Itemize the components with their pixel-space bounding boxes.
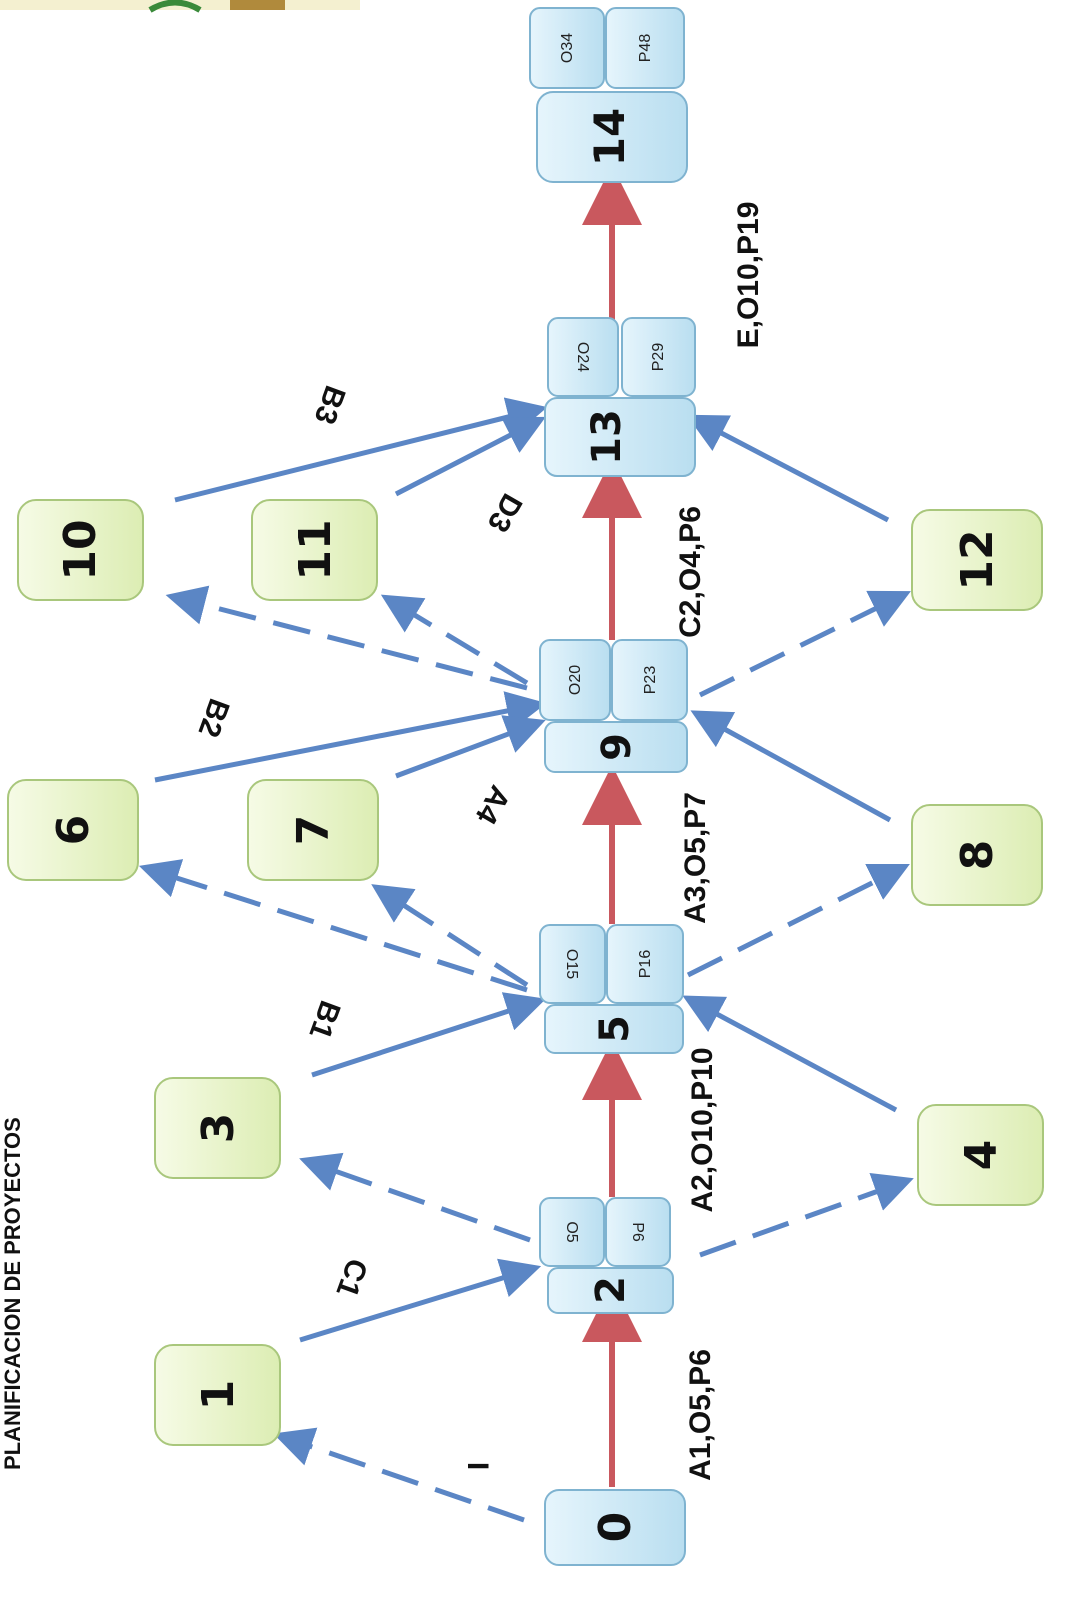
p-value: P23 [642, 666, 659, 695]
activity-label-C1: C1 [329, 1254, 373, 1301]
side-node-label: 11 [290, 519, 341, 580]
o-value: O24 [574, 342, 591, 372]
main-node-14: 14 O34 P48 [529, 7, 688, 183]
side-node-label: 1 [193, 1380, 244, 1411]
side-node-3: 3 [154, 1077, 281, 1179]
main-node-13: 13 O24 P29 [544, 317, 696, 477]
activity-label-A4: A4 [469, 780, 517, 830]
main-node-9: 9 O20 P23 [539, 639, 688, 773]
main-node-label: 5 [592, 1015, 638, 1043]
arrow-7-9 [395, 715, 546, 779]
arrow-0-1 [273, 1427, 525, 1523]
p-value: P16 [637, 950, 654, 979]
side-nodes: 1 3 4 6 7 8 10 11 [7, 499, 1044, 1446]
arrow-12-13 [686, 414, 890, 523]
arrow-9-11 [380, 594, 529, 686]
critical-label-9-13: C2,O4,P6 [674, 506, 707, 638]
arrow-5-8 [686, 864, 910, 978]
p-value: P6 [629, 1222, 646, 1242]
arrow-5-7 [371, 884, 529, 988]
p-value: P29 [650, 343, 667, 372]
main-node-5: 5 O15 P16 [539, 924, 684, 1054]
arrow-10-13 [174, 397, 548, 503]
arrow-4-5 [682, 995, 898, 1113]
side-node-label: 10 [55, 519, 106, 580]
arrow-6-9 [154, 691, 547, 783]
arrow-9-12 [698, 590, 911, 698]
dashed-dependencies [138, 585, 914, 1523]
main-node-2: 2 O5 P6 [539, 1197, 674, 1314]
activity-label-B1: B1 [302, 996, 346, 1043]
activity-label-B3: B3 [307, 381, 351, 428]
corner-logo-fragment [0, 0, 360, 13]
activity-label-B2: B2 [191, 694, 235, 741]
arrow-11-13 [394, 416, 546, 497]
critical-label-0-2: A1,O5,P6 [684, 1349, 717, 1481]
critical-label-13-14: E,O10,P19 [732, 202, 765, 349]
side-node-12: 12 [911, 509, 1043, 611]
side-node-4: 4 [917, 1104, 1044, 1206]
arrow-3-5 [311, 992, 547, 1078]
main-node-label: 0 [590, 1512, 641, 1543]
o-value: O5 [563, 1221, 580, 1242]
arrow-2-3 [299, 1152, 531, 1243]
activity-label-I: I [461, 1462, 494, 1470]
critical-label-5-9: A3,O5,P7 [679, 792, 712, 924]
solid-dependencies [154, 397, 898, 1343]
side-node-label: 3 [193, 1113, 244, 1144]
critical-labels: A1,O5,P6 A2,O10,P10 A3,O5,P7 C2,O4,P6 E,… [674, 202, 765, 1481]
side-node-6: 6 [7, 779, 139, 881]
side-node-1: 1 [154, 1344, 281, 1446]
p-value: P48 [637, 34, 654, 63]
header-text: PLANIFICACION DE PROYECTOS [0, 1117, 25, 1470]
arrow-9-10 [165, 585, 528, 691]
critical-label-2-5: A2,O10,P10 [686, 1047, 719, 1212]
main-nodes: 0 2 O5 P6 5 O15 P16 9 O20 P23 [529, 7, 696, 1566]
side-node-11: 11 [251, 499, 378, 601]
side-node-label: 4 [956, 1140, 1007, 1171]
main-node-label: 9 [594, 733, 640, 761]
main-node-0: 0 [544, 1489, 686, 1566]
main-node-label: 13 [584, 409, 630, 465]
side-node-label: 7 [288, 815, 339, 846]
arrow-8-9 [690, 710, 892, 823]
side-node-7: 7 [247, 779, 379, 881]
arrow-2-4 [699, 1172, 914, 1258]
main-node-label: 2 [588, 1276, 634, 1304]
side-node-label: 6 [48, 815, 99, 846]
arrow-5-6 [138, 859, 528, 993]
side-node-label: 8 [952, 840, 1003, 871]
main-node-label: 14 [585, 108, 634, 166]
o-value: O34 [559, 33, 576, 63]
o-value: O15 [563, 949, 580, 979]
o-value: O20 [567, 665, 584, 695]
side-node-10: 10 [17, 499, 144, 601]
side-node-8: 8 [911, 804, 1043, 906]
side-node-label: 12 [952, 529, 1003, 590]
arrow-1-2 [299, 1258, 542, 1343]
activity-label-D3: D3 [481, 488, 529, 538]
